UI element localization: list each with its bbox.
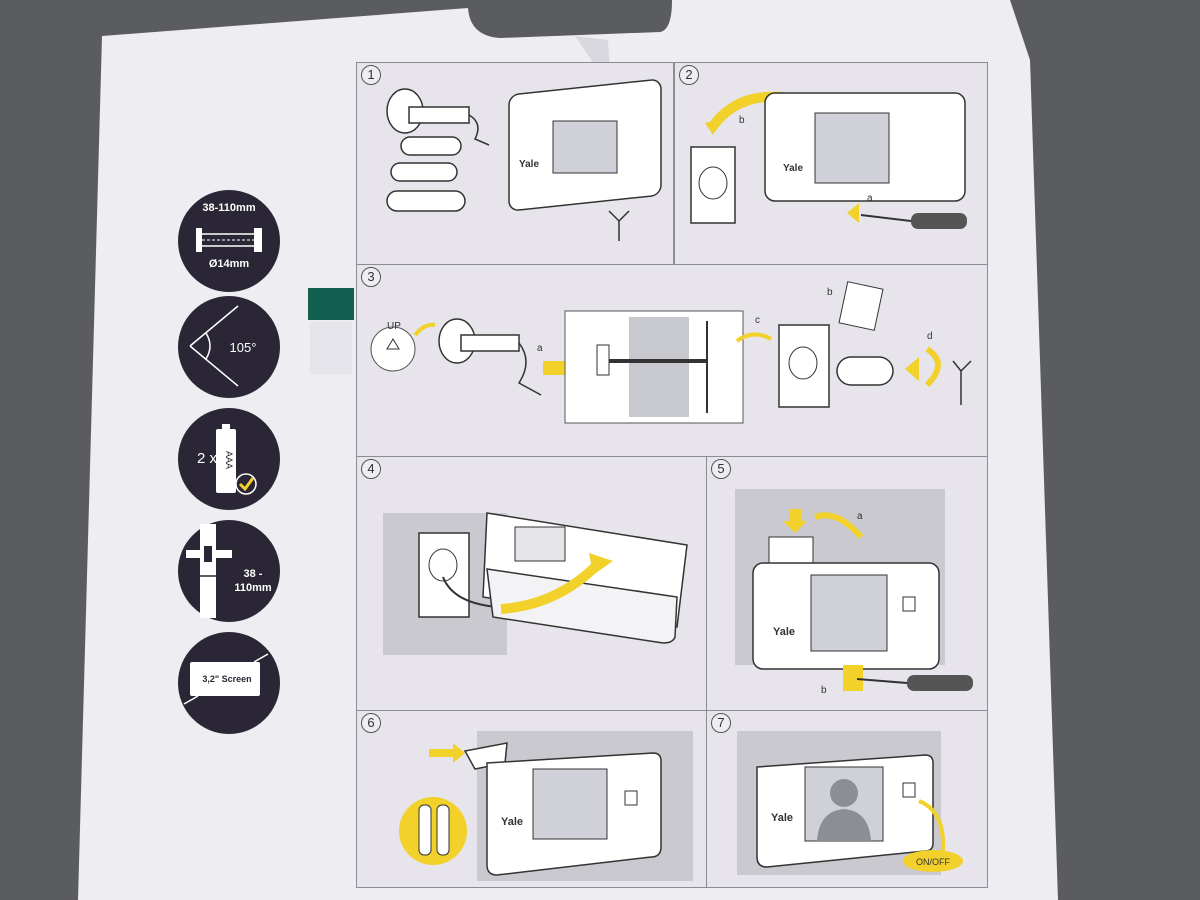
door-diameter: Ø14mm <box>208 258 250 270</box>
brand-logo: Yale <box>501 816 523 828</box>
step-number: 5 <box>711 459 731 479</box>
step-5-panel: 5 a Yale b <box>706 456 988 712</box>
brand-logo: Yale <box>773 626 795 638</box>
step-3-panel: 3 UP a c b d <box>356 264 988 458</box>
step-number: 2 <box>679 65 699 85</box>
step-marker: d <box>927 331 933 342</box>
door-range-line1: 38 - <box>243 568 263 580</box>
step-number: 4 <box>361 459 381 479</box>
battery-icon: AAA <box>216 424 257 495</box>
viewing-angle-icon: 105° <box>178 296 280 398</box>
step-marker: b <box>821 685 827 696</box>
step-2-panel: 2 b Yale a <box>674 62 988 266</box>
color-swatch <box>308 288 354 320</box>
step-1-panel: 1 Yale <box>356 62 674 266</box>
step-number: 7 <box>711 713 731 733</box>
screen-size-label: 3,2" Screen <box>202 674 252 684</box>
screen-size-icon: 3,2" Screen <box>178 632 280 734</box>
angle-icon <box>189 305 239 387</box>
step-marker: c <box>755 315 760 326</box>
door-range-icon: 38 - 110mm <box>178 520 280 622</box>
batteries-icon: 2 x AAA <box>178 408 280 510</box>
step-marker: a <box>857 511 863 522</box>
battery-count: 2 x <box>196 450 217 467</box>
step-6-panel: 6 Yale <box>356 710 708 888</box>
brand-logo: Yale <box>783 163 803 174</box>
step-number: 1 <box>361 65 381 85</box>
step-number: 6 <box>361 713 381 733</box>
step-marker: b <box>827 287 833 298</box>
step-7-panel: 7 Yale ON/OFF <box>706 710 988 888</box>
step-7-illustration: Yale ON/OFF <box>737 731 963 875</box>
on-off-label: ON/OFF <box>916 857 950 867</box>
step-2-illustration: b Yale a <box>690 91 967 229</box>
step-3-illustration: UP a c b d <box>370 281 972 424</box>
step-6-illustration: Yale <box>399 731 693 881</box>
door-thickness-icon: 38-110mm Ø14mm <box>178 190 280 292</box>
battery-type: AAA <box>224 451 234 469</box>
screen-outline-icon <box>183 653 269 705</box>
door-thickness-range: 38-110mm <box>202 202 256 214</box>
peephole-tube-icon <box>196 228 262 252</box>
door-section-icon <box>186 524 232 618</box>
brand-logo: Yale <box>519 159 539 170</box>
door-range-line2: 110mm <box>234 582 272 594</box>
brand-logo: Yale <box>771 812 793 824</box>
step-4-panel: 4 <box>356 456 708 712</box>
step-marker: b <box>739 115 745 126</box>
step-4-illustration <box>383 512 688 655</box>
viewing-angle-label: 105° <box>229 340 257 355</box>
step-5-illustration: a Yale b <box>735 489 973 696</box>
swatch-backing <box>310 322 352 374</box>
step-1-illustration: Yale <box>386 79 662 241</box>
up-label: UP <box>387 321 401 332</box>
step-marker: a <box>867 193 873 204</box>
step-marker: a <box>537 343 543 354</box>
step-number: 3 <box>361 267 381 287</box>
